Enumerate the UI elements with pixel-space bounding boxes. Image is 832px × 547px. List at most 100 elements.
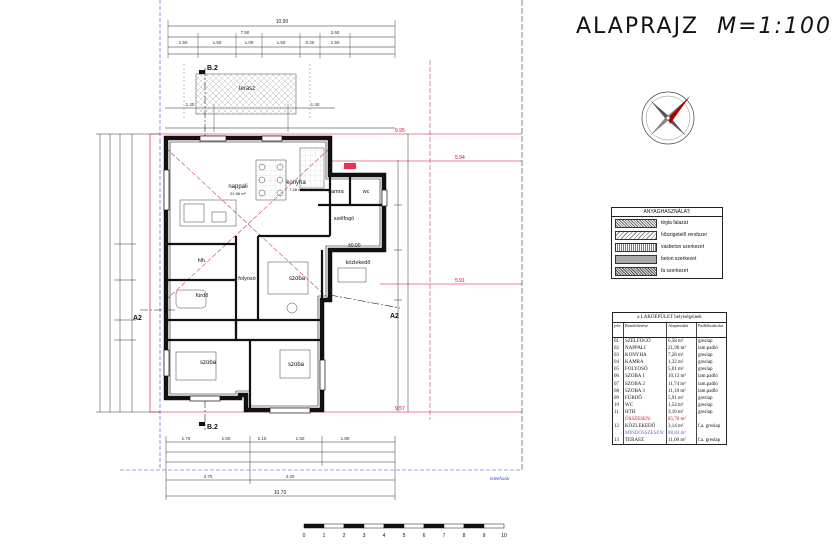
scale-segment (343, 523, 365, 529)
scale-tick-label: 3 (363, 533, 366, 539)
room-table-cell: f.a. greslap (698, 438, 721, 444)
title-text: ALAPRAJZ (576, 14, 700, 39)
legend-row: fa szerkezet (612, 265, 722, 277)
dim-right-2: 5.94 (455, 155, 465, 161)
svg-text:1.50: 1.50 (213, 40, 222, 45)
boiler-red (344, 163, 356, 169)
materials-legend: ANYAGHASZNÁLAT: tégla falazat hőszigetel… (611, 207, 723, 279)
room-table-cell: f.a. greslap (698, 424, 721, 430)
scale-tick-label: 4 (383, 533, 386, 539)
svg-text:1.50: 1.50 (296, 436, 305, 441)
legend-row: hőszigetelő rendszer (612, 229, 722, 241)
room-table-cell: KONYHA (624, 352, 667, 360)
svg-text:szoba: szoba (288, 362, 305, 368)
room-table-cell: 11,74 m² (667, 380, 697, 388)
room-table-cell: 10,13 m² (667, 373, 697, 381)
room-table-cell: greslap (698, 360, 713, 366)
room-table-cell: 21,96 m² (667, 345, 697, 353)
room-table-row: MINDÖSSZESEN:88,84 m² (613, 430, 726, 438)
dim-bottom-total: 10.70 (274, 490, 287, 496)
room-table-cell: lam.padló (698, 346, 718, 352)
svg-text:szoba: szoba (200, 360, 217, 366)
scale-segment (323, 523, 345, 529)
section-b2-bottom: B.2 (199, 400, 218, 431)
interior-walls (166, 175, 384, 410)
room-table-cell (697, 430, 726, 437)
scale-tick-label: 2 (343, 533, 346, 539)
room-table-cell: 1,32 m² (667, 359, 697, 367)
room-table-cell: ÖSSZESEN: (624, 416, 667, 424)
svg-text:wc: wc (362, 189, 370, 195)
svg-text:szoba: szoba (289, 276, 306, 282)
drawing-title: ALAPRAJZ M=1:100 (576, 14, 832, 39)
scale-segment (383, 523, 405, 529)
svg-text:0.20: 0.20 (306, 40, 315, 45)
windows (163, 135, 388, 414)
legend-row: vasbeton szerkezet (612, 241, 722, 253)
room-table-cell: KAMRA (624, 359, 667, 367)
furniture (175, 147, 367, 381)
section-a2-left: A2 (133, 309, 175, 322)
legend-title: ANYAGHASZNÁLAT: (612, 208, 722, 217)
room-table-cell: 01 (613, 338, 624, 346)
room-table-cell: 88,84 m² (667, 430, 697, 438)
dim-top-total: 10.90 (276, 19, 289, 25)
scale-tick-label: 5 (403, 533, 406, 539)
svg-text:közlekedő: közlekedő (346, 260, 371, 266)
svg-text:1.00: 1.00 (245, 40, 254, 45)
svg-text:1.50: 1.50 (179, 40, 188, 45)
room-table-cell (697, 416, 726, 423)
title-scale: M=1:100 (717, 14, 832, 39)
terrace (195, 73, 297, 115)
svg-text:1.80: 1.80 (341, 436, 350, 441)
svg-text:1.40: 1.40 (186, 102, 195, 107)
scale-segment (423, 523, 445, 529)
legend-swatch (615, 230, 657, 240)
scale-tick-label: 10 (501, 533, 507, 539)
section-a2-right: A2 (329, 294, 401, 320)
svg-text:21,96 m²: 21,96 m² (230, 191, 246, 196)
room-table-cell: 11,10 m² (667, 387, 697, 395)
room-table-cell: 05 (613, 366, 624, 374)
scale-tick-label: 9 (483, 533, 486, 539)
svg-text:7.50: 7.50 (241, 30, 250, 35)
room-table-cell: 08 (613, 387, 624, 395)
dim-right-3: 5.91 (455, 278, 465, 284)
left-dimensions (96, 133, 160, 413)
room-table-cell: 03 (613, 352, 624, 360)
svg-text:1.40: 1.40 (311, 102, 320, 107)
scale-tick-label: 1 (323, 533, 326, 539)
room-table-cell: 13 (613, 437, 624, 445)
room-table-cell: SZOBA 3 (624, 387, 667, 395)
legend-row: tégla falazat (612, 217, 722, 229)
room-labels: nappali 21,96 m² konyha 7,28 m² kamra wc… (196, 180, 371, 368)
svg-text:1.50: 1.50 (331, 40, 340, 45)
room-label-terasz: terasz (239, 86, 255, 92)
room-table-cell: 1,54 m² (667, 401, 697, 409)
scale-tick-label: 6 (423, 533, 426, 539)
room-table-cell: NAPPALI (624, 345, 667, 353)
svg-text:A2: A2 (390, 313, 399, 320)
bottom-dimensions (165, 436, 396, 500)
scale-segment (443, 523, 465, 529)
level-mark: ±0.00 (348, 243, 361, 249)
room-table-cell: greslap (698, 353, 713, 359)
room-table-cell: 09 (613, 394, 624, 402)
legend-swatch (615, 254, 657, 264)
svg-text:7,28 m²: 7,28 m² (289, 187, 303, 192)
section-b2-top: B.2 (199, 65, 218, 140)
svg-text:2.10: 2.10 (258, 436, 267, 441)
svg-text:hlh.: hlh. (198, 258, 207, 264)
room-table-cell: 04 (613, 359, 624, 367)
scale-tick-label: 0 (303, 533, 306, 539)
room-table-cell (613, 416, 624, 424)
room-table-cell: greslap (698, 339, 713, 344)
